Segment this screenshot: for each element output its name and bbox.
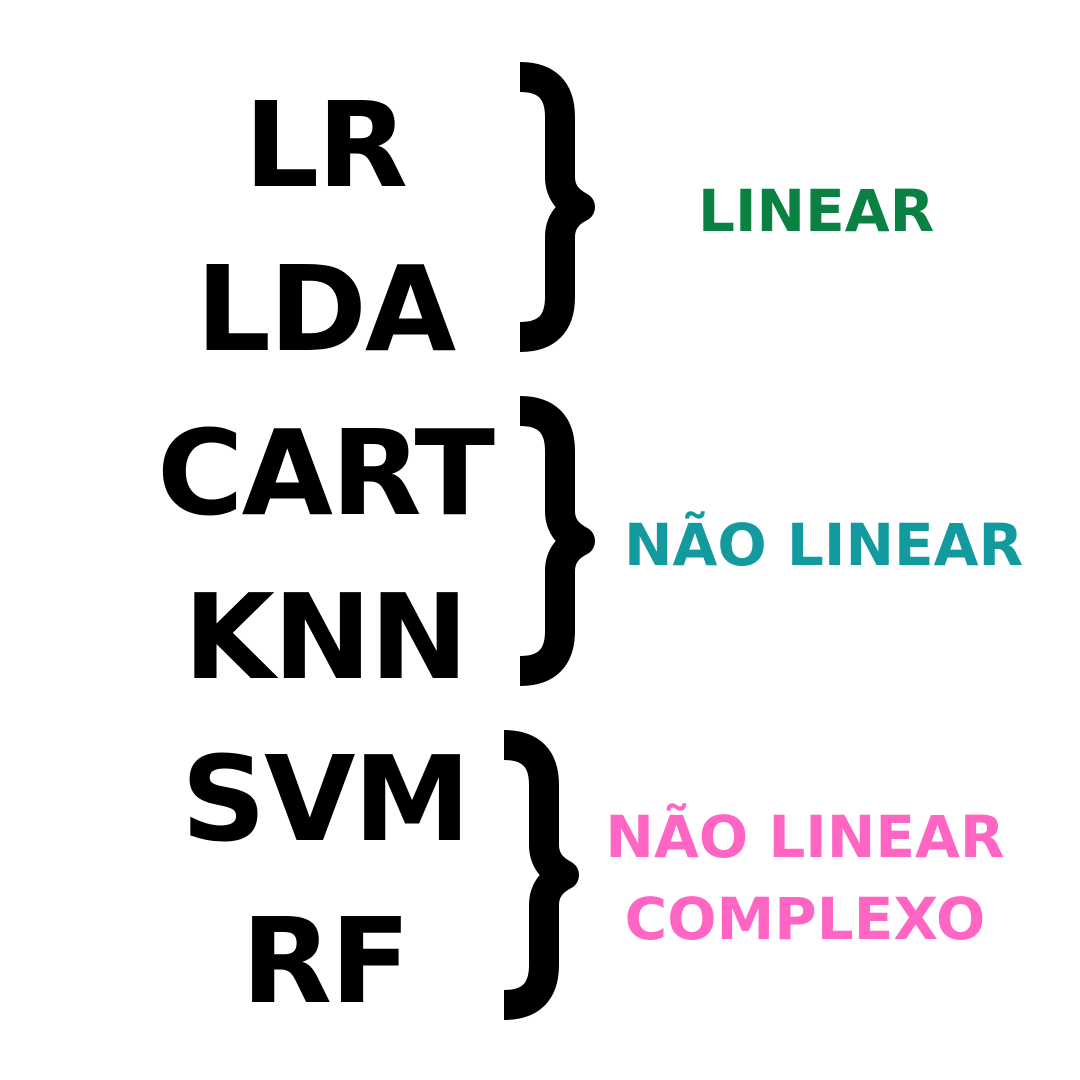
group-label-nonlinear-complex-line1: NÃO LINEAR <box>605 803 1005 871</box>
model-cart: CART <box>157 404 495 542</box>
model-lr: LR <box>243 76 408 214</box>
group-label-linear: LINEAR <box>698 177 935 245</box>
curly-brace-icon <box>503 730 579 1020</box>
model-rf: RF <box>241 892 410 1030</box>
group-label-nonlinear: NÃO LINEAR <box>624 511 1024 579</box>
model-knn: KNN <box>183 568 469 706</box>
curly-brace-icon <box>519 396 595 686</box>
model-svm: SVM <box>181 730 471 868</box>
group-label-nonlinear-complex-line2: COMPLEXO <box>624 885 986 953</box>
curly-brace-icon <box>519 62 595 352</box>
model-lda: LDA <box>195 240 456 378</box>
